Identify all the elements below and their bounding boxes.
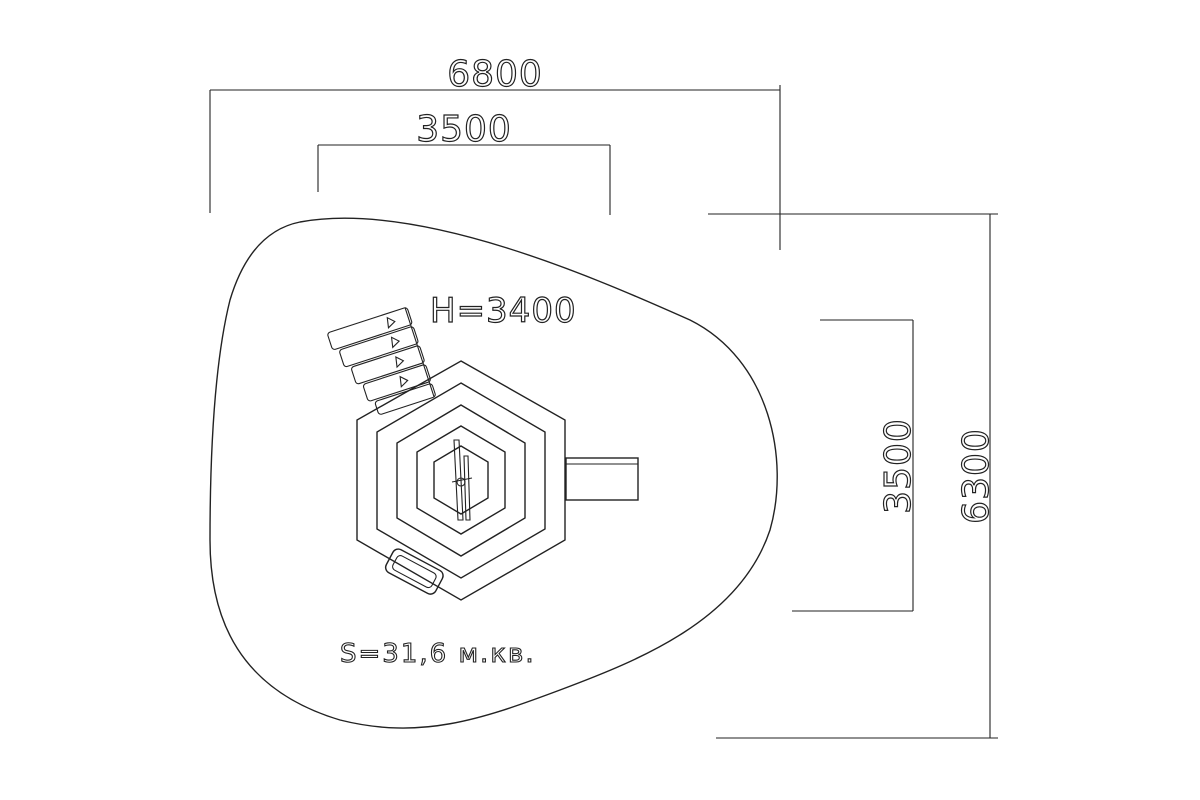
safety-zone-outline xyxy=(209,217,778,729)
overall-width-value: 6800 xyxy=(447,54,543,95)
dimension-inner-height: 3500 xyxy=(792,319,920,612)
climbing-ladder xyxy=(327,307,436,415)
central-pole xyxy=(451,439,473,521)
entry-step xyxy=(384,548,444,595)
height-label: H=3400 xyxy=(430,291,577,331)
inner-width-value: 3500 xyxy=(416,109,512,150)
dimension-overall-width: 6800 xyxy=(209,53,781,250)
slide xyxy=(565,457,639,501)
dimension-inner-width: 3500 xyxy=(317,108,611,215)
area-label: S=31,6 м.кв. xyxy=(340,639,536,669)
dimension-overall-height: 6300 xyxy=(708,213,998,739)
hexagonal-tower xyxy=(356,360,566,601)
inner-height-value: 3500 xyxy=(878,418,919,514)
overall-height-value: 6300 xyxy=(956,428,997,524)
